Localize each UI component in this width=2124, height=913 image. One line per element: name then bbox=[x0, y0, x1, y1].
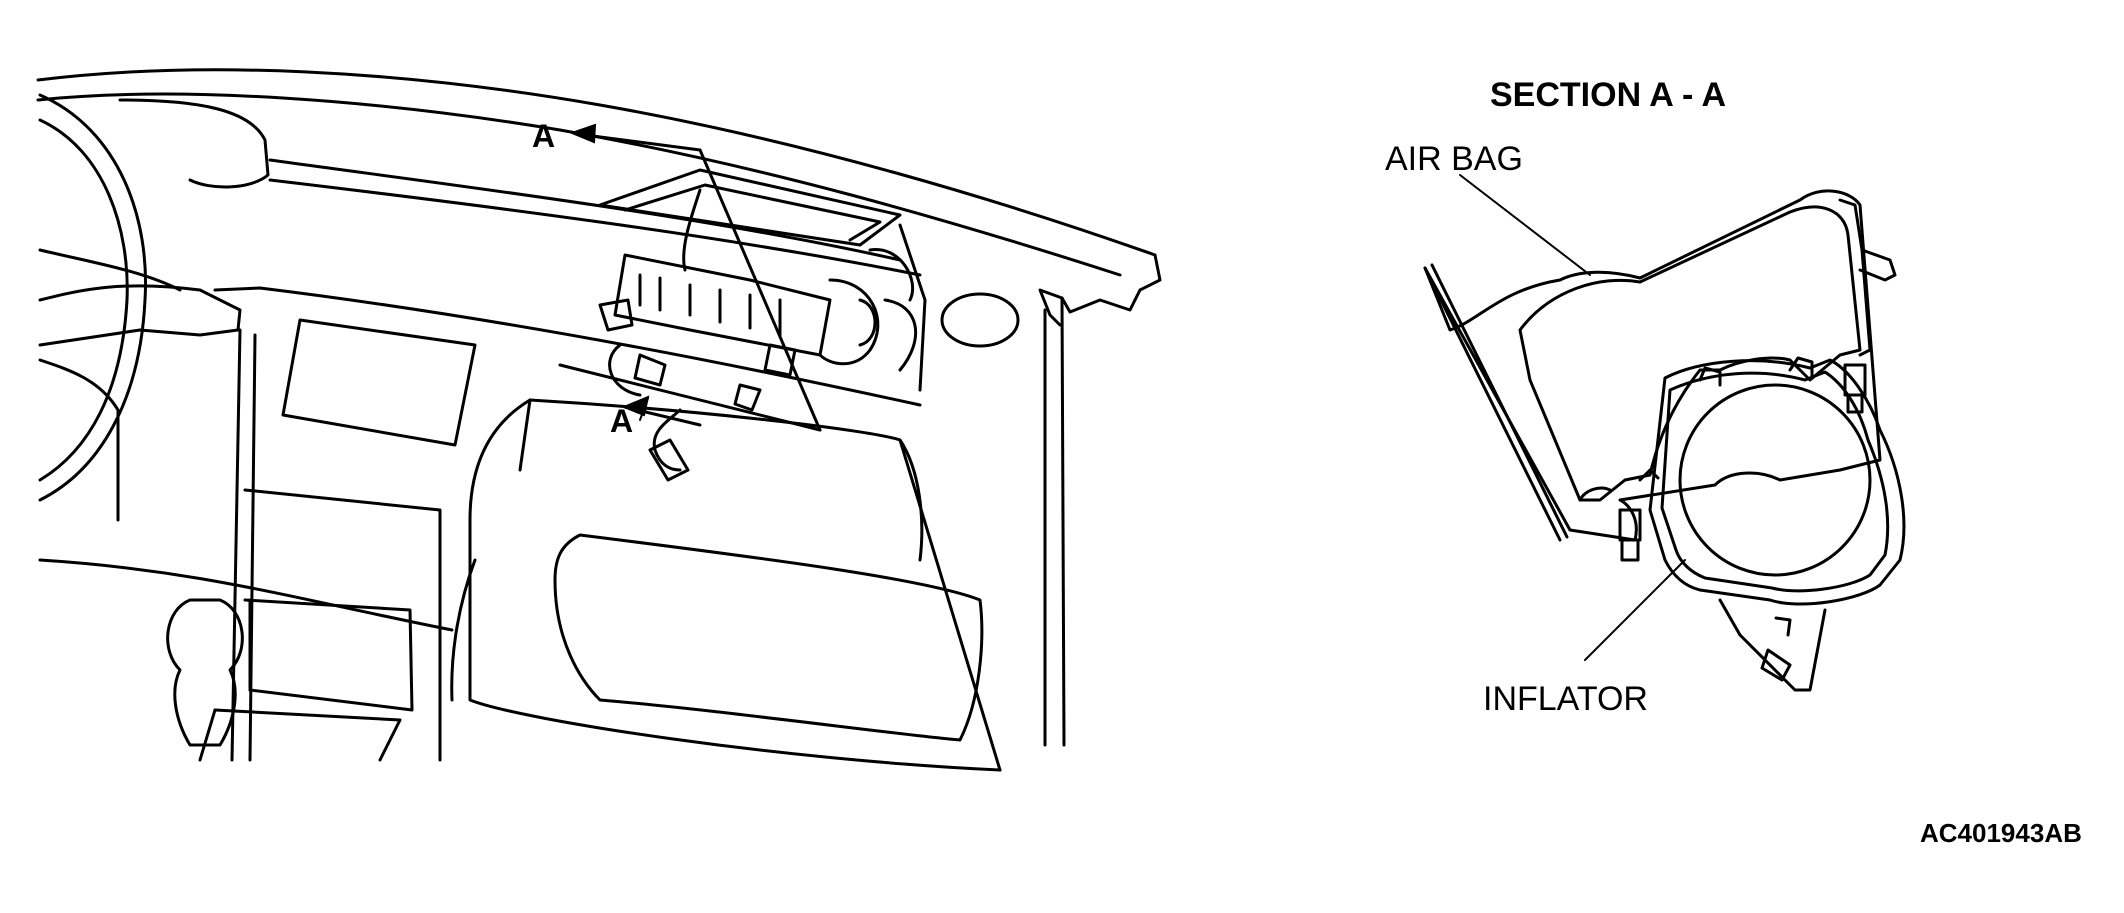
figure-code: AC401943AB bbox=[1920, 818, 2082, 848]
section-marker-bottom: A bbox=[610, 403, 633, 439]
section-title: SECTION A - A bbox=[1490, 76, 1726, 114]
air-bag-leader bbox=[1459, 174, 1591, 276]
dashboard-view bbox=[36, 68, 1162, 772]
air-bag-label: AIR BAG bbox=[1385, 140, 1523, 178]
inflator-leader bbox=[1584, 559, 1686, 661]
inflator-label: INFLATOR bbox=[1483, 680, 1648, 718]
section-marker-top: A bbox=[532, 118, 555, 154]
section-view bbox=[1423, 189, 1906, 692]
